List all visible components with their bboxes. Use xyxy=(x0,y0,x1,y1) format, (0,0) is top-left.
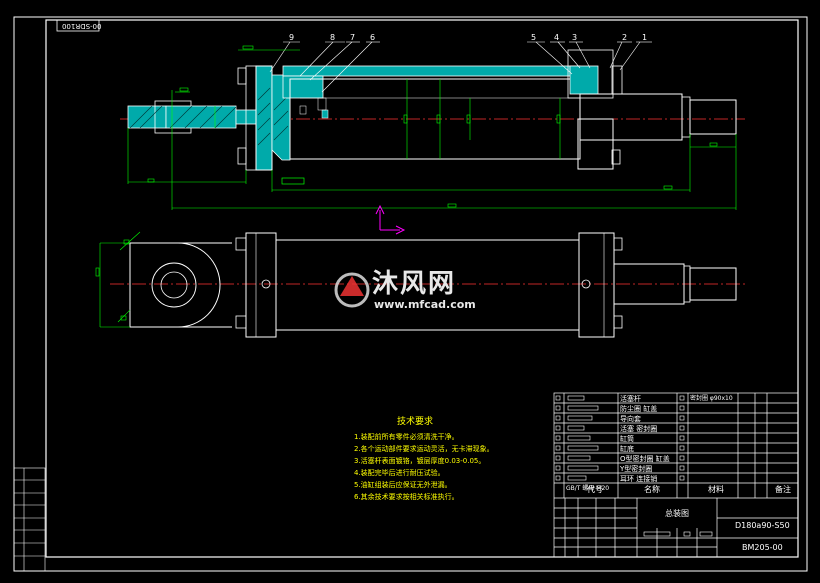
cap-end-top xyxy=(567,49,614,99)
part-label-8: 8 xyxy=(330,33,336,42)
clevis-eye xyxy=(129,242,221,328)
rod-shank xyxy=(165,105,237,129)
title-assembly-name: 总装图 xyxy=(665,509,689,518)
bottom-rod-end xyxy=(689,267,737,301)
watermark-url: www.mfcad.com xyxy=(374,298,476,311)
title-header-remark: 备注 xyxy=(775,485,791,494)
bom-row-1-name: 活塞杆 xyxy=(620,395,641,403)
title-model: D180a90-S50 xyxy=(735,521,790,530)
left-margin-boxes xyxy=(13,467,46,572)
tech-req-line-1: 1.装配前所有零件必须清洗干净。 xyxy=(354,433,459,441)
bom-row-8-name: Y型密封圈 xyxy=(620,465,653,473)
stamp-code: 00-SDR100 xyxy=(62,22,102,30)
tech-req-line-3: 3.活塞杆表面镀铬，镀层厚度0.03-0.05。 xyxy=(354,457,486,465)
cap-flange xyxy=(577,118,614,170)
bom-row-10-name: GB/T 螺母 M20 xyxy=(566,485,610,492)
title-header-name: 名称 xyxy=(644,485,660,494)
bom-row-5-name: 缸筒 xyxy=(620,435,634,443)
bom-code-bars xyxy=(555,395,713,537)
bom-row-1-material: 密封圈 φ90x10 xyxy=(690,395,733,402)
title-header-material: 材料 xyxy=(708,485,724,494)
bom-row-4-name: 活塞 密封圈 xyxy=(620,425,658,433)
part-label-1: 1 xyxy=(642,33,648,42)
title-block-grid xyxy=(553,392,799,558)
bom-row-6-name: 缸底 xyxy=(620,445,634,453)
bom-row-7-name: O型密封圈 缸盖 xyxy=(620,455,670,463)
stamp-box xyxy=(56,19,100,32)
part-label-3: 3 xyxy=(572,33,578,42)
bom-row-9-name: 耳环 连接销 xyxy=(620,475,658,483)
clevis-pin-hole xyxy=(151,262,197,308)
tech-req-line-4: 4.装配完毕后进行耐压试验。 xyxy=(354,469,445,477)
watermark-brand: 沐风网 xyxy=(372,269,457,299)
top-section-view xyxy=(120,41,745,235)
outer-frame xyxy=(13,16,808,572)
part-label-6: 6 xyxy=(370,33,376,42)
bom-row-2-name: 防尘圈 缸盖 xyxy=(620,405,658,413)
inner-frame xyxy=(45,19,799,558)
tech-req-line-2: 2.各个运动部件要求运动灵活，无卡滞现象。 xyxy=(354,445,494,453)
part-label-9: 9 xyxy=(289,33,295,42)
rod-end-right xyxy=(689,99,737,135)
part-label-4: 4 xyxy=(554,33,560,42)
tech-req-line-5: 5.油缸组装后应保证无外泄漏。 xyxy=(354,481,452,489)
part-label-7: 7 xyxy=(350,33,356,42)
view-arrow xyxy=(375,204,406,235)
title-header-code: 代号 xyxy=(587,485,603,494)
tech-req-line-6: 6.其余技术要求按相关标准执行。 xyxy=(354,493,459,501)
part-label-5: 5 xyxy=(531,33,537,42)
bom-row-3-name: 导向套 xyxy=(620,415,641,423)
bottom-outline-view xyxy=(95,231,745,338)
title-drawing-no: BM205-00 xyxy=(742,543,783,552)
watermark-logo xyxy=(334,272,370,308)
part-label-2: 2 xyxy=(622,33,628,42)
tie-rod xyxy=(282,65,581,77)
tech-requirements-title: 技术要求 xyxy=(397,417,434,427)
